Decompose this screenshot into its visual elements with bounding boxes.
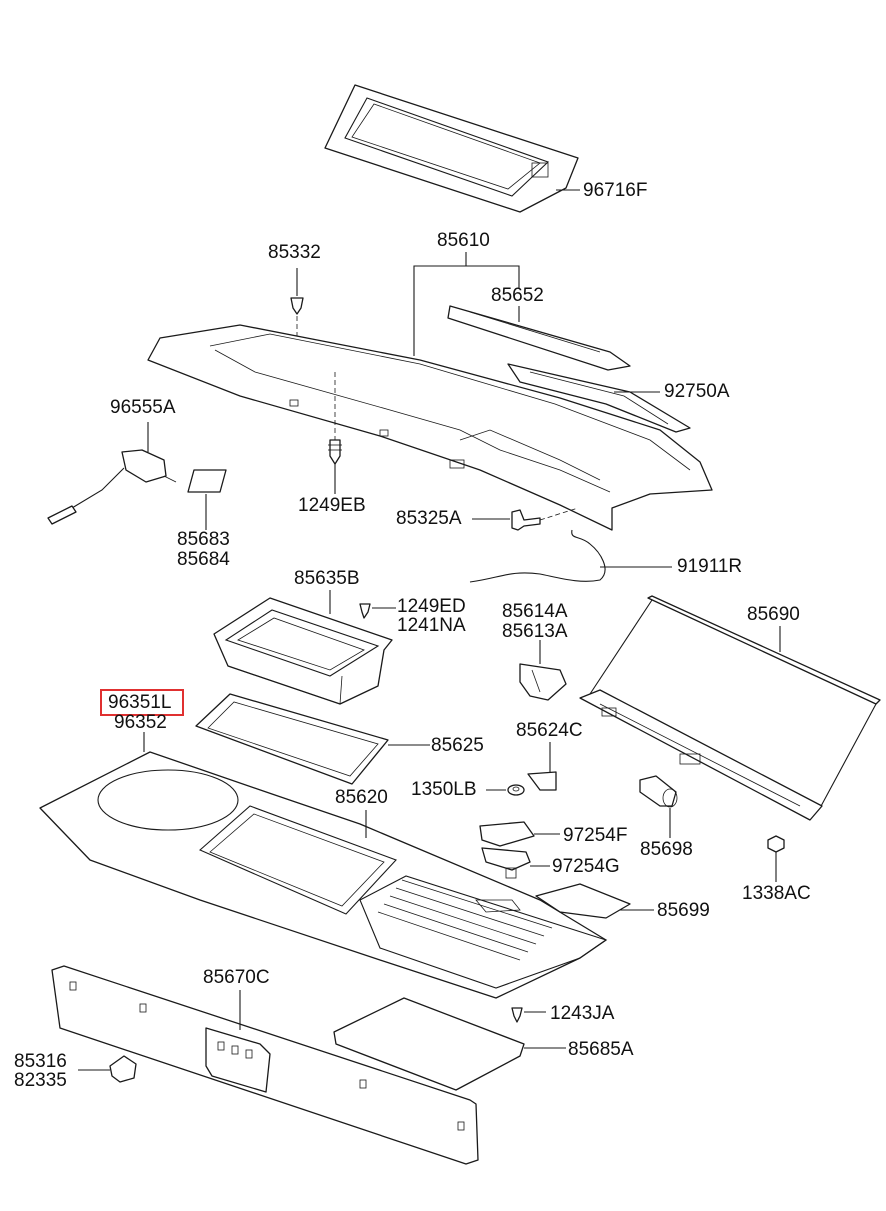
label-1243JA[interactable]: 1243JA <box>550 1003 615 1024</box>
label-85684[interactable]: 85684 <box>177 549 230 570</box>
label-1241NA[interactable]: 1241NA <box>397 615 466 636</box>
label-85670C[interactable]: 85670C <box>203 967 270 988</box>
part-85683-pad <box>187 469 227 530</box>
label-85690[interactable]: 85690 <box>747 604 800 625</box>
label-85316[interactable]: 85316 <box>14 1051 67 1072</box>
leader-85610 <box>413 252 520 356</box>
part-92750A-trim <box>507 363 691 433</box>
label-96716F[interactable]: 96716F <box>583 180 648 201</box>
label-85685A[interactable]: 85685A <box>568 1039 634 1060</box>
label-92750A[interactable]: 92750A <box>664 381 730 402</box>
part-1249ED-screw <box>359 603 396 619</box>
label-85635B[interactable]: 85635B <box>294 568 360 589</box>
part-85614A-clip <box>519 640 567 701</box>
part-85624C-bracket <box>527 742 557 791</box>
highlight-box-96351L <box>100 689 184 716</box>
label-85652[interactable]: 85652 <box>491 285 544 306</box>
label-91911R[interactable]: 91911R <box>677 556 743 577</box>
part-1338AC-nut <box>767 835 785 882</box>
part-85652-strip <box>447 305 631 371</box>
label-1249EB[interactable]: 1249EB <box>298 495 366 516</box>
label-82335[interactable]: 82335 <box>14 1070 67 1091</box>
label-85698[interactable]: 85698 <box>640 839 693 860</box>
label-85332[interactable]: 85332 <box>268 242 321 263</box>
part-97254F-cap <box>479 821 560 847</box>
label-85699[interactable]: 85699 <box>657 900 710 921</box>
label-97254F[interactable]: 97254F <box>563 825 628 846</box>
part-85635B-tray-box <box>213 590 393 705</box>
part-91911R-wire <box>469 529 672 583</box>
label-1350LB[interactable]: 1350LB <box>411 779 477 800</box>
part-85685A-cover <box>333 997 566 1091</box>
part-1249EB-screw <box>328 439 342 494</box>
label-1338AC[interactable]: 1338AC <box>742 883 811 904</box>
part-85316-clip <box>78 1055 137 1083</box>
part-96555A-antenna <box>47 422 177 525</box>
part-85698-spool <box>639 775 678 838</box>
part-85610-package-tray <box>147 324 713 531</box>
part-97254G-socket <box>481 847 550 879</box>
label-85325A[interactable]: 85325A <box>396 508 462 529</box>
part-85690-cover <box>579 595 881 821</box>
label-96555A[interactable]: 96555A <box>110 397 176 418</box>
part-96716F-panel <box>324 84 580 213</box>
label-85620[interactable]: 85620 <box>335 787 388 808</box>
label-1249ED[interactable]: 1249ED <box>397 596 466 617</box>
label-96352[interactable]: 96352 <box>114 712 167 733</box>
label-85624C[interactable]: 85624C <box>516 720 583 741</box>
label-96351L[interactable]: 96351L <box>108 692 172 713</box>
part-85625-mat <box>195 693 430 785</box>
part-85325A-screw <box>472 507 579 531</box>
part-96352-floor <box>39 732 608 999</box>
label-97254G[interactable]: 97254G <box>552 856 620 877</box>
label-85610[interactable]: 85610 <box>437 230 490 251</box>
label-85625[interactable]: 85625 <box>431 735 484 756</box>
label-85683[interactable]: 85683 <box>177 529 230 550</box>
part-85699-plate <box>535 883 654 919</box>
label-85614A[interactable]: 85614A <box>502 601 568 622</box>
part-1350LB-nut <box>486 784 525 796</box>
label-85613A[interactable]: 85613A <box>502 621 568 642</box>
part-85670C-trim <box>51 965 479 1165</box>
part-1243JA-screw <box>511 1007 546 1023</box>
